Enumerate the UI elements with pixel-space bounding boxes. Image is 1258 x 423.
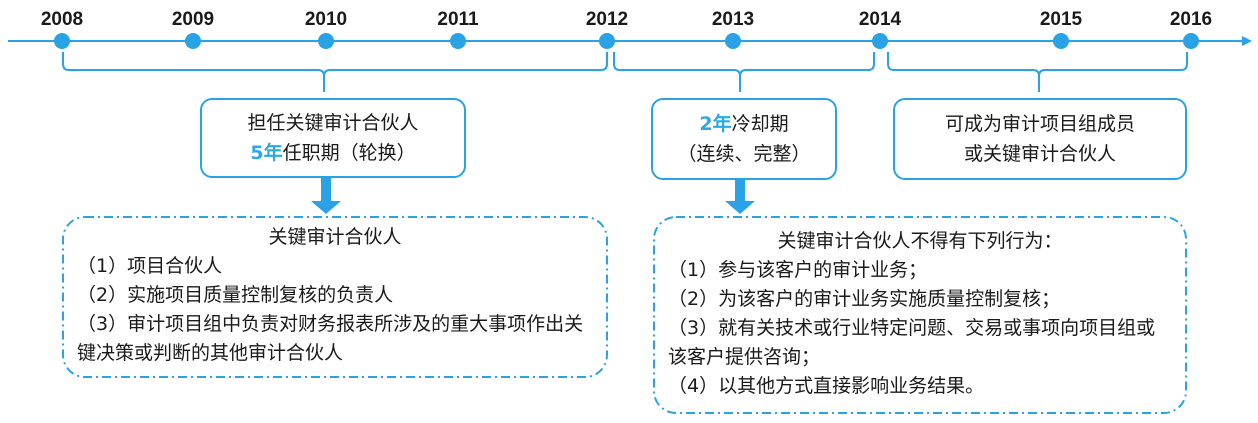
period-2-line-1: 2年冷却期	[653, 109, 835, 139]
year-label-2010: 2010	[305, 9, 347, 30]
year-label-2016: 2016	[1170, 9, 1212, 30]
year-label-2012: 2012	[586, 9, 628, 30]
period-2-line-1-rest: 冷却期	[731, 113, 789, 135]
right-panel-item-2: （2）为该客户的审计业务实施质量控制复核；	[668, 288, 1061, 310]
right-panel-prohibited: 关键审计合伙人不得有下列行为： （1）参与该客户的审计业务； （2）为该客户的审…	[654, 217, 1186, 413]
left-panel-item-2: （2）实施项目质量控制复核的负责人	[77, 284, 394, 306]
period-box-partner-term: 担任关键审计合伙人 5年任职期（轮换）	[200, 98, 466, 178]
year-dot-2014	[872, 33, 888, 49]
right-panel-title: 关键审计合伙人不得有下列行为：	[777, 230, 1063, 252]
left-panel-title: 关键审计合伙人	[268, 226, 402, 248]
brace-period-1	[62, 52, 608, 92]
left-panel-key-partner: 关键审计合伙人 （1）项目合伙人 （2）实施项目质量控制复核的负责人 （3）审计…	[63, 217, 607, 377]
year-label-2008: 2008	[41, 9, 83, 30]
period-3-line-1: 可成为审计项目组成员	[944, 113, 1135, 135]
period-box-cooling: 2年冷却期 （连续、完整）	[651, 98, 837, 180]
year-dot-2016	[1183, 33, 1199, 49]
right-panel-item-4: （4）以其他方式直接影响业务结果。	[668, 375, 985, 397]
year-dot-2010	[318, 33, 334, 49]
year-label-2011: 2011	[437, 9, 479, 30]
year-label-2015: 2015	[1040, 9, 1083, 30]
right-panel-border	[653, 216, 1187, 414]
period-box-eligible: 可成为审计项目组成员 或关键审计合伙人	[893, 98, 1187, 180]
brace-period-2	[613, 52, 875, 92]
period-1-line-2: 5年任职期（轮换）	[202, 138, 464, 168]
year-label-2014: 2014	[859, 9, 902, 30]
brace-period-3	[887, 52, 1188, 92]
left-panel-item-3: （3）审计项目组中负责对财务报表所涉及的重大事项作出关键决策或判断的其他审计合伙…	[77, 313, 584, 364]
period-3-line-2: 或关键审计合伙人	[963, 143, 1116, 165]
left-panel-item-1: （1）项目合伙人	[77, 255, 223, 277]
year-dot-2009	[185, 33, 201, 49]
down-arrow-left	[311, 178, 341, 214]
period-1-line-2-rest: 任职期（轮换）	[282, 142, 416, 164]
period-1-line-1: 担任关键审计合伙人	[247, 112, 419, 134]
year-dot-2015	[1053, 33, 1069, 49]
year-dot-2008	[54, 33, 70, 49]
year-label-2009: 2009	[172, 9, 214, 30]
year-label-2013: 2013	[712, 9, 754, 30]
right-panel-item-3: （3）就有关技术或行业特定问题、交易或事项向项目组或该客户提供咨询；	[668, 317, 1156, 368]
period-2-line-2: （连续、完整）	[677, 143, 811, 165]
left-panel-border	[62, 216, 608, 378]
right-panel-item-1: （1）参与该客户的审计业务；	[668, 259, 928, 281]
year-dot-2011	[450, 33, 466, 49]
down-arrow-right	[725, 180, 755, 214]
period-2-highlight: 2年	[699, 113, 732, 135]
period-1-highlight: 5年	[250, 142, 283, 164]
year-markers: 2008 2009 2010 2011 2012 2013 2014 2015 2016	[41, 9, 1212, 49]
year-dot-2013	[725, 33, 741, 49]
year-dot-2012	[599, 33, 615, 49]
